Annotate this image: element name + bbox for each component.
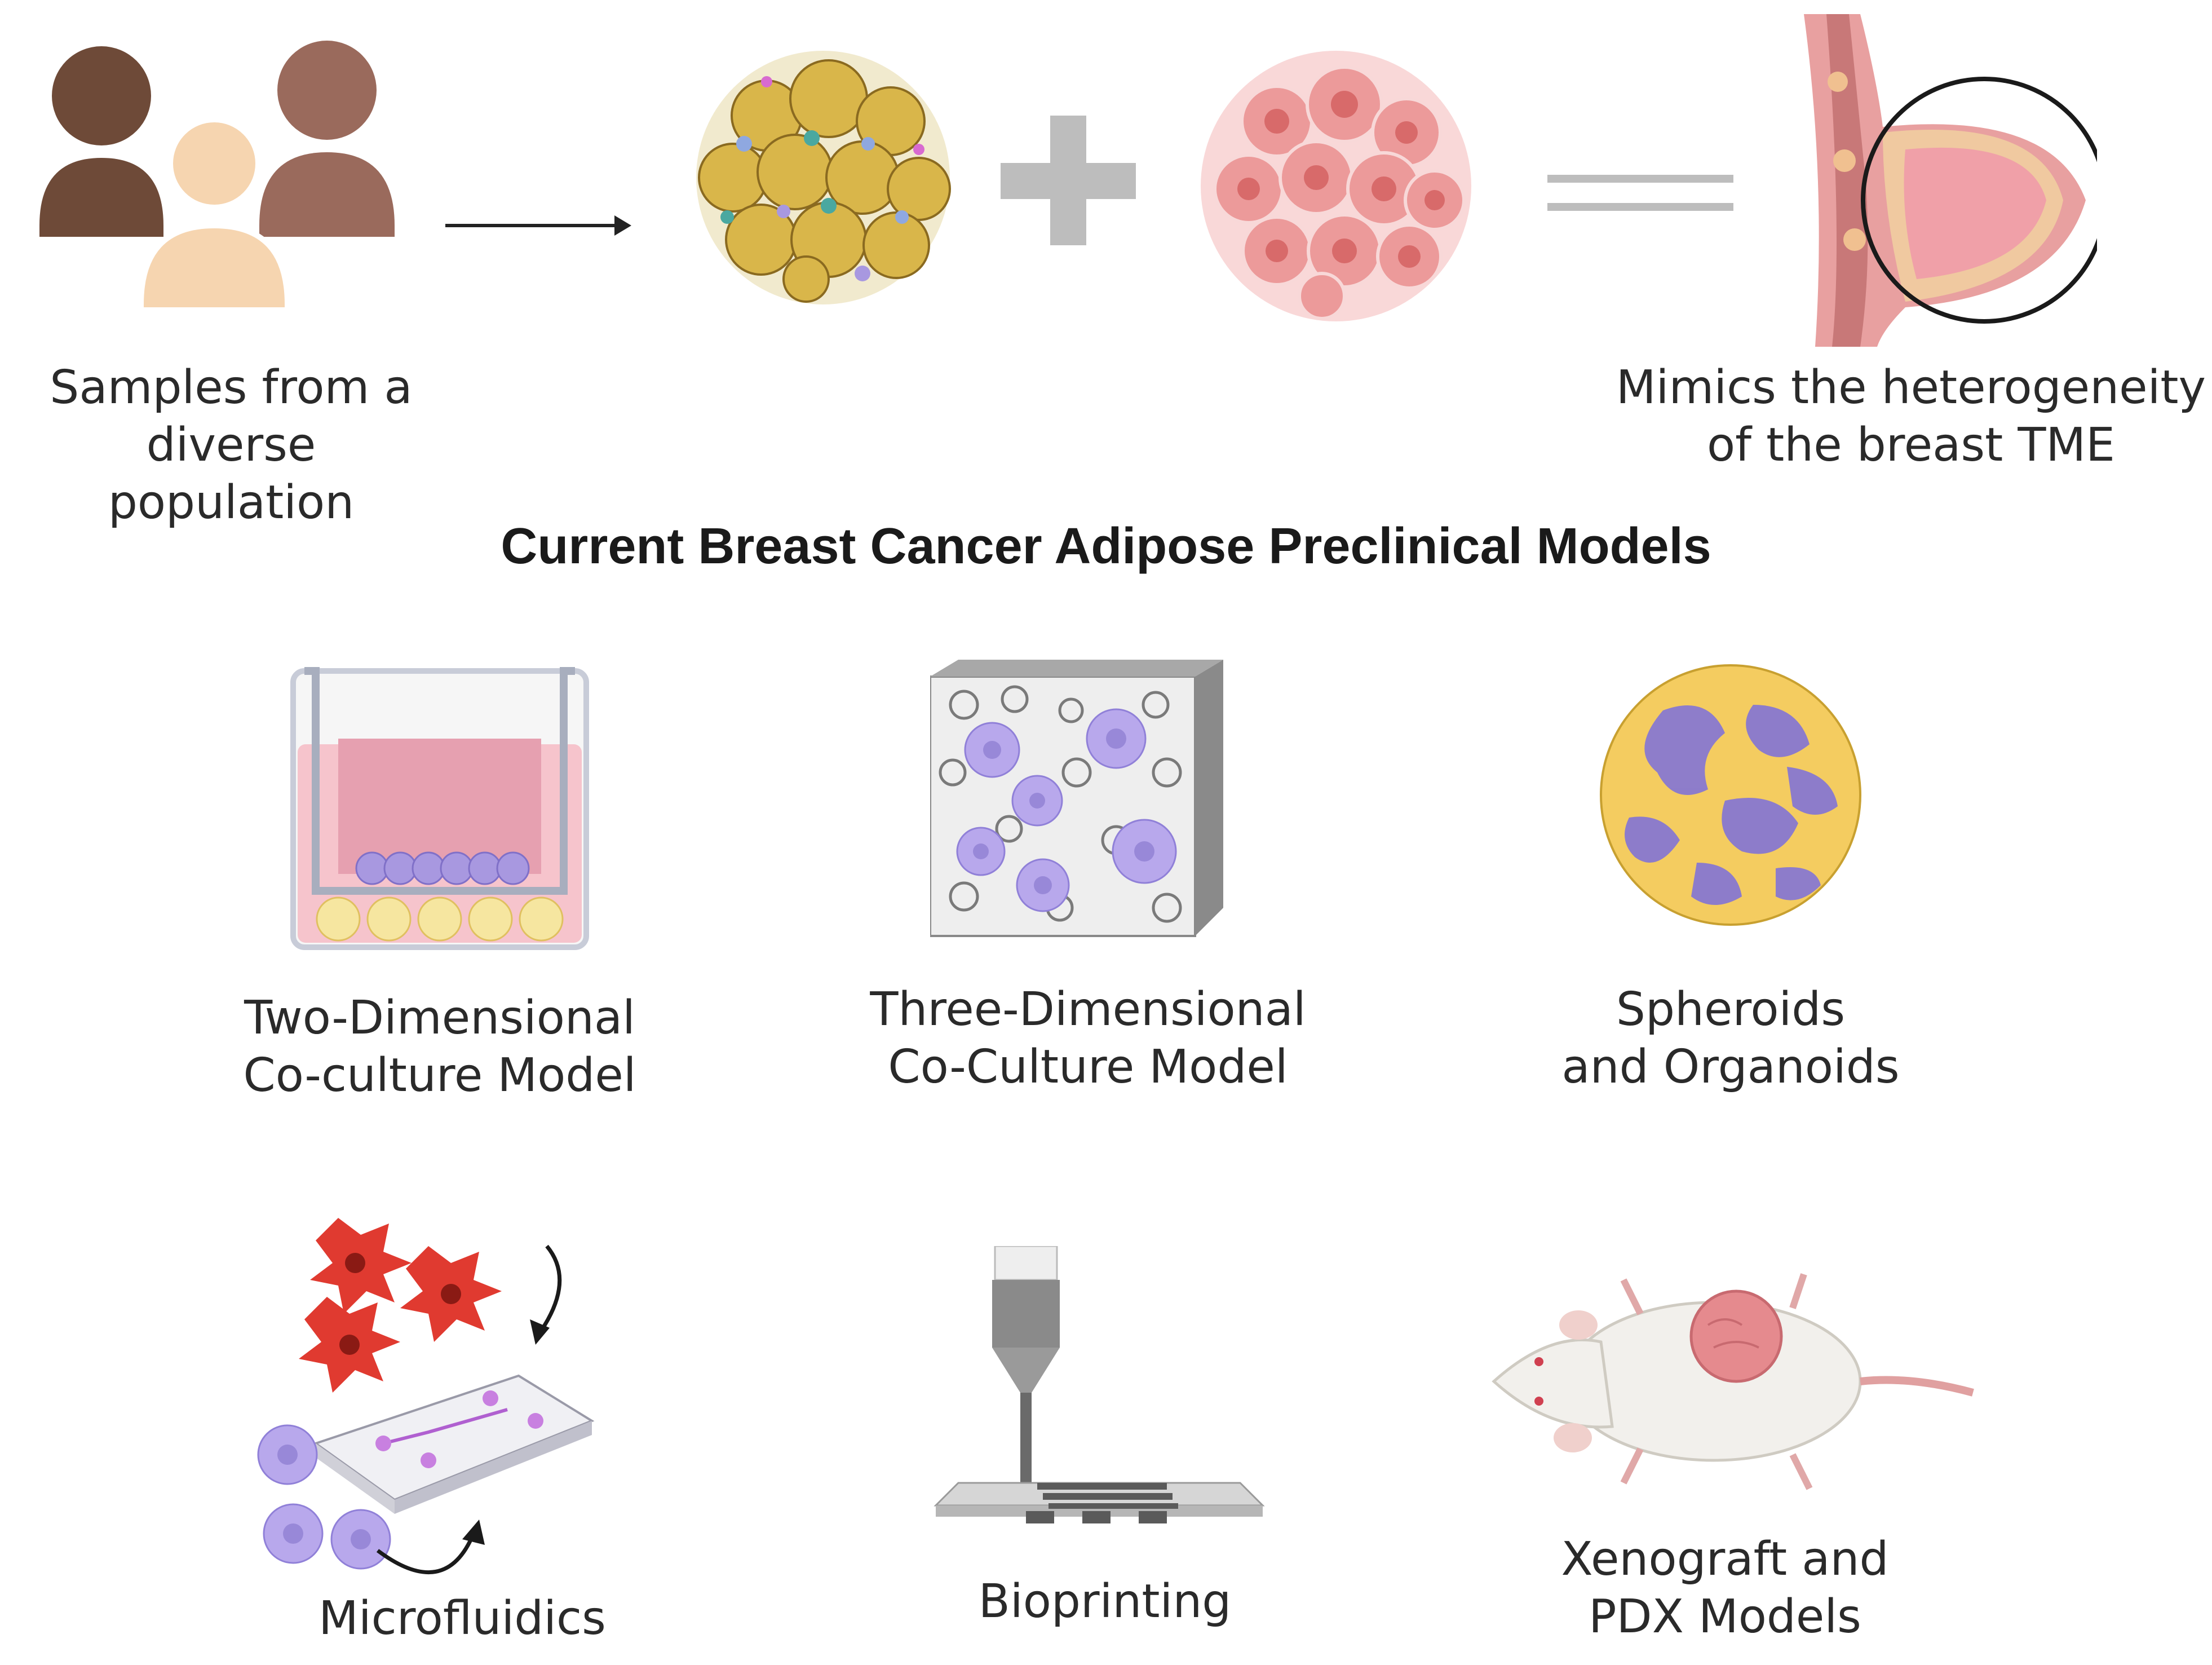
mimics-label: Mimics the heterogeneity of the breast T… (1616, 361, 2206, 472)
equals-icon (1547, 175, 1733, 211)
plus-icon (1001, 116, 1136, 245)
model-label-spheroids: Spheroids and Organoids (1561, 983, 1900, 1094)
samples-label: Samples from a diverse population (50, 361, 413, 529)
arrow-icon (445, 215, 631, 236)
xenograft-mouse-icon (1492, 1273, 1974, 1490)
tumor-cluster-icon (1201, 51, 1471, 321)
section-title: Current Breast Cancer Adipose Preclinica… (501, 518, 1711, 575)
transwell-icon (290, 667, 589, 950)
model-label-xenograft: Xenograft and PDX Models (1561, 1532, 1889, 1644)
spheroid-icon (1600, 664, 1861, 926)
model-label-3d: Three-Dimensional Co-Culture Model (870, 983, 1306, 1094)
model-label-bioprinting: Bioprinting (978, 1575, 1232, 1628)
breast-anatomy-icon (1804, 14, 2097, 347)
model-label-microfluidics: Microfluidics (318, 1592, 606, 1645)
bioprinter-icon (934, 1246, 1265, 1523)
diverse-population-icon (39, 41, 395, 313)
microfluidics-icon (257, 1218, 595, 1575)
model-label-2d: Two-Dimensional Co-culture Model (243, 991, 636, 1102)
adipose-tissue-icon (696, 51, 951, 304)
scaffold-cube-icon (930, 660, 1223, 937)
